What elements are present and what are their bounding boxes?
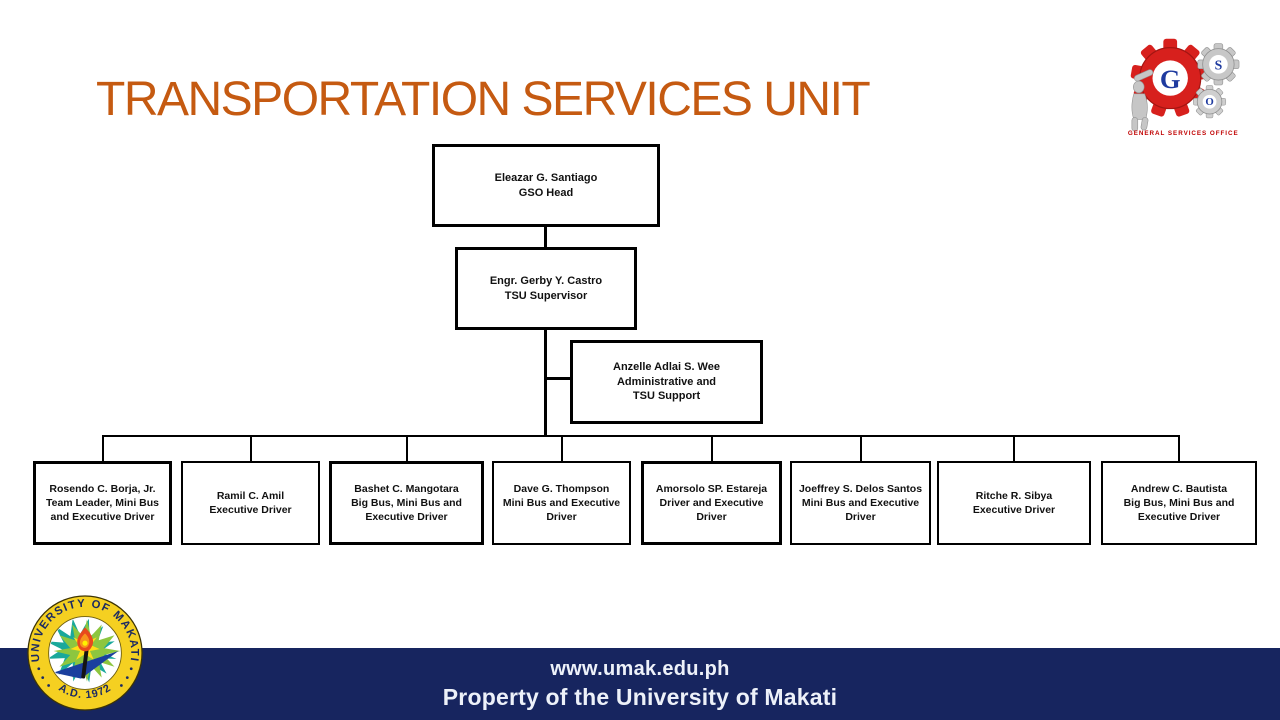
seal-emblem-icon: [49, 618, 121, 683]
org-box-driver-4: Dave G. Thompson Mini Bus and Executive …: [492, 461, 631, 545]
person-role: Team Leader, Mini Bus and Executive Driv…: [45, 496, 159, 524]
person-role: Executive Driver: [209, 504, 292, 516]
connector-drop-4: [561, 436, 563, 461]
org-box-driver-7: Ritche R. Sibya Executive Driver: [937, 461, 1091, 545]
person-name: Anzelle Adlai S. Wee: [613, 360, 720, 373]
gso-letter-o: O: [1205, 96, 1213, 108]
footer-url: www.umak.edu.ph: [550, 657, 730, 680]
connector-drop-2: [250, 436, 252, 461]
connector-drop-5: [711, 436, 713, 461]
person-role: Executive Driver: [972, 504, 1056, 516]
person-name: Joeffrey S. Delos Santos: [798, 482, 923, 495]
connector-distribution-line: [102, 435, 1180, 437]
person-name: Ritche R. Sibya: [975, 489, 1053, 502]
org-box-driver-8: Andrew C. Bautista Big Bus, Mini Bus and…: [1101, 461, 1257, 545]
org-box-gso-head: Eleazar G. Santiago GSO Head: [432, 144, 660, 227]
connector-head-supervisor: [544, 227, 547, 247]
person-role: Driver and Executive Driver: [659, 496, 764, 524]
connector-drop-7: [1013, 436, 1015, 461]
person-name: Bashet C. Mangotara: [354, 482, 459, 495]
org-box-driver-2: Ramil C. Amil Executive Driver: [181, 461, 320, 545]
person-name: Rosendo C. Borja, Jr.: [49, 482, 156, 495]
figure-icon: [1131, 69, 1154, 132]
gso-letter-s: S: [1215, 57, 1223, 72]
person-role: Big Bus, Mini Bus and Executive Driver: [351, 496, 462, 524]
connector-drop-3: [406, 436, 408, 461]
connector-drop-1: [102, 436, 104, 461]
person-role: Mini Bus and Executive Driver: [801, 496, 920, 524]
gray-gear-s-icon: S: [1197, 43, 1240, 86]
person-name: Eleazar G. Santiago: [494, 171, 598, 184]
connector-trunk: [544, 330, 547, 437]
org-box-tsu-support: Anzelle Adlai S. Wee Administrative and …: [570, 340, 763, 424]
person-name: Andrew C. Bautista: [1130, 482, 1228, 495]
seal-ring-text-bottom: A.D. 1972: [56, 682, 112, 702]
org-box-driver-6: Joeffrey S. Delos Santos Mini Bus and Ex…: [790, 461, 931, 545]
connector-drop-8: [1178, 436, 1180, 461]
footer-bar: www.umak.edu.ph Property of the Universi…: [0, 648, 1280, 720]
footer-property-line: Property of the University of Makati: [442, 683, 838, 710]
person-role: Mini Bus and Executive Driver: [502, 496, 621, 524]
person-name: Amorsolo SP. Estareja: [655, 482, 768, 495]
connector-drop-6: [860, 436, 862, 461]
person-role: GSO Head: [518, 186, 574, 199]
gray-gear-o-icon: O: [1193, 85, 1227, 119]
person-role: Administrative and TSU Support: [616, 375, 717, 403]
page-title: TRANSPORTATION SERVICES UNIT: [96, 73, 871, 126]
person-name: Engr. Gerby Y. Castro: [489, 274, 603, 287]
person-name: Ramil C. Amil: [216, 489, 285, 502]
person-role: Big Bus, Mini Bus and Executive Driver: [1123, 496, 1235, 524]
org-box-driver-3: Bashet C. Mangotara Big Bus, Mini Bus an…: [329, 461, 484, 545]
person-name: Dave G. Thompson: [513, 482, 610, 495]
gso-caption: GENERAL SERVICES OFFICE: [1128, 130, 1238, 137]
connector-support-spur: [544, 377, 570, 380]
svg-text:A.D. 1972: A.D. 1972: [56, 682, 113, 702]
org-box-driver-5: Amorsolo SP. Estareja Driver and Executi…: [641, 461, 782, 545]
org-box-driver-1: Rosendo C. Borja, Jr. Team Leader, Mini …: [33, 461, 172, 545]
org-box-tsu-supervisor: Engr. Gerby Y. Castro TSU Supervisor: [455, 247, 637, 330]
gso-logo: G S: [1128, 38, 1240, 137]
gso-letter-g: G: [1160, 64, 1181, 94]
person-role: TSU Supervisor: [504, 289, 588, 302]
seal-dots: [37, 667, 133, 687]
umak-seal: UNIVERSITY OF MAKATI A.D. 1972: [27, 595, 143, 711]
